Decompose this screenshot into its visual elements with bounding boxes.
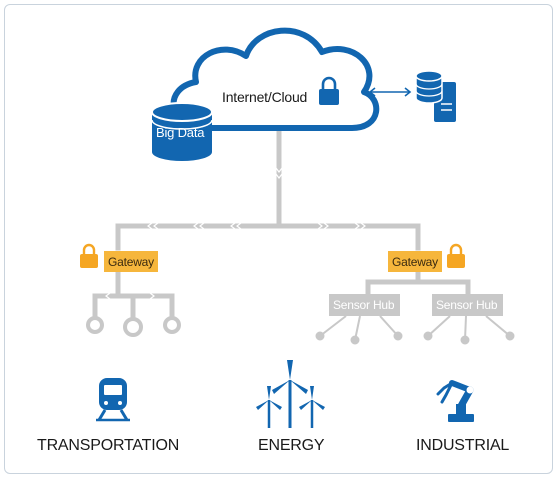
sensor-hub-label: Sensor Hub [436, 298, 498, 312]
lock-icon [319, 76, 339, 105]
cloud-label: Internet/Cloud [222, 89, 308, 105]
flow-arrow [275, 167, 283, 179]
lock-icon [80, 243, 98, 268]
sector-label-industrial: INDUSTRIAL [416, 437, 510, 454]
server-stack-icon [415, 70, 456, 122]
big-data-database-icon [151, 102, 213, 161]
device-node [86, 316, 104, 334]
flow-arrow [230, 222, 242, 230]
sensor-node [460, 335, 470, 345]
flow-arrow [354, 222, 366, 230]
gateway-box [388, 251, 442, 272]
gateway-label: Gateway [108, 255, 154, 269]
device-nodes [86, 316, 181, 337]
sector-label-energy: ENERGY [258, 437, 325, 454]
sensor-node [423, 331, 433, 341]
diagram-frame [4, 4, 553, 474]
lock-icon [447, 243, 465, 268]
robot-arm-icon [436, 380, 474, 422]
gateway-label: Gateway [392, 255, 438, 269]
flow-arrow [193, 222, 205, 230]
sensor-node [350, 335, 360, 345]
sensor-hub-label: Sensor Hub [333, 298, 395, 312]
sensor-lines [315, 315, 515, 345]
device-node [123, 317, 143, 337]
device-node [163, 316, 181, 334]
flow-arrow [147, 222, 159, 230]
sensor-hub-box [329, 294, 400, 316]
bidirectional-arrow [368, 87, 412, 97]
flow-arrow [149, 292, 155, 300]
sector-label-transportation: TRANSPORTATION [37, 437, 180, 454]
train-icon [96, 378, 130, 422]
sensor-node [505, 331, 515, 341]
network-lines [92, 125, 471, 321]
flow-arrows [105, 167, 366, 300]
sensor-hub-box [432, 294, 503, 316]
wind-turbine-icon [256, 360, 325, 428]
sensor-node [315, 331, 325, 341]
sensor-node [393, 331, 403, 341]
big-data-label: Big Data [156, 125, 205, 140]
gateway-box [104, 251, 158, 272]
flow-arrow [105, 292, 111, 300]
flow-arrow [317, 222, 329, 230]
